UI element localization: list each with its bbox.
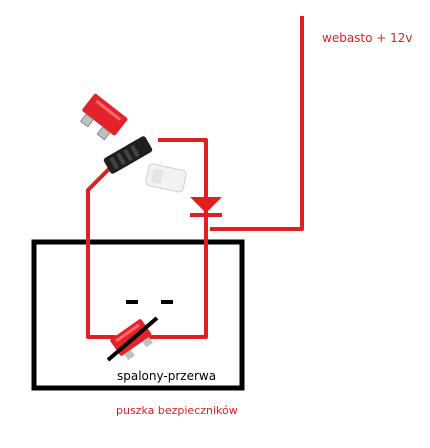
webasto-feed-wire <box>210 16 304 231</box>
diode-branch-wire <box>144 138 208 339</box>
fuse-box-outline <box>31 239 245 391</box>
burnt-fuse-label: spalony-przerwa <box>117 369 217 383</box>
diode-icon <box>190 197 222 217</box>
blade-fuse-icon <box>80 93 128 141</box>
webasto-power-label: webasto + 12v <box>322 31 413 45</box>
burnt-strike-line <box>106 316 159 362</box>
fuse-slot-icon <box>126 300 173 304</box>
holder-branch-wire <box>86 165 116 339</box>
inline-fuse-holder-icon <box>103 136 153 174</box>
fuse-cap-icon <box>145 163 187 193</box>
fuse-box-label: puszka bezpieczników <box>116 404 238 417</box>
wires <box>86 16 304 339</box>
blown-blade-fuse-icon <box>106 316 159 362</box>
